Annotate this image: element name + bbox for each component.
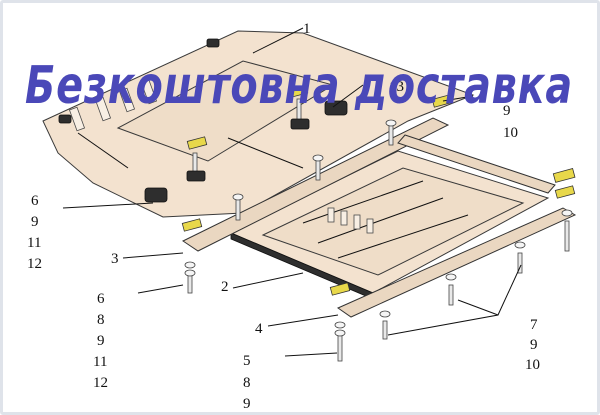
- callout-12-mid: 12: [93, 375, 108, 391]
- callout-13: 13: [389, 79, 404, 95]
- mounting-tabs: [181, 84, 576, 296]
- callout-6-mid: 6: [97, 291, 105, 307]
- callout-6-left: 6: [31, 193, 39, 209]
- callout-12-left: 12: [27, 256, 42, 272]
- callout-9-left: 9: [31, 214, 39, 230]
- callout-numbers: 1 13 9 10 6 9 11 12 3 2 6 8 9 11 12 4 5 …: [27, 21, 540, 412]
- side-rail: [397, 134, 556, 194]
- callout-11-left: 11: [27, 235, 41, 251]
- front-bar: [336, 207, 577, 318]
- callout-8-mid: 8: [97, 312, 105, 328]
- cross-bar: [182, 117, 450, 252]
- free-delivery-banner: Безкоштовна доставка: [25, 56, 573, 116]
- callout-11-mid: 11: [93, 354, 107, 370]
- fasteners: [184, 98, 573, 362]
- callout-1: 1: [303, 21, 311, 37]
- callout-9-bottom: 9: [243, 396, 251, 412]
- leader-lines: [62, 27, 522, 357]
- callout-8-bottom: 8: [243, 375, 251, 391]
- callout-5: 5: [243, 353, 251, 369]
- callout-2: 2: [221, 279, 229, 295]
- callout-10-right: 10: [525, 357, 540, 373]
- callout-10-top: 10: [503, 125, 518, 141]
- callout-4: 4: [255, 321, 263, 337]
- callout-7: 7: [530, 317, 538, 333]
- upper-skid-plate: [42, 30, 475, 218]
- callout-3: 3: [111, 251, 119, 267]
- callout-9-mid: 9: [97, 333, 105, 349]
- callout-9-right: 9: [530, 337, 538, 353]
- exploded-assembly-diagram: 1 13 9 10 6 9 11 12 3 2 6 8 9 11 12 4 5 …: [25, 21, 577, 412]
- callout-9-top: 9: [503, 103, 511, 119]
